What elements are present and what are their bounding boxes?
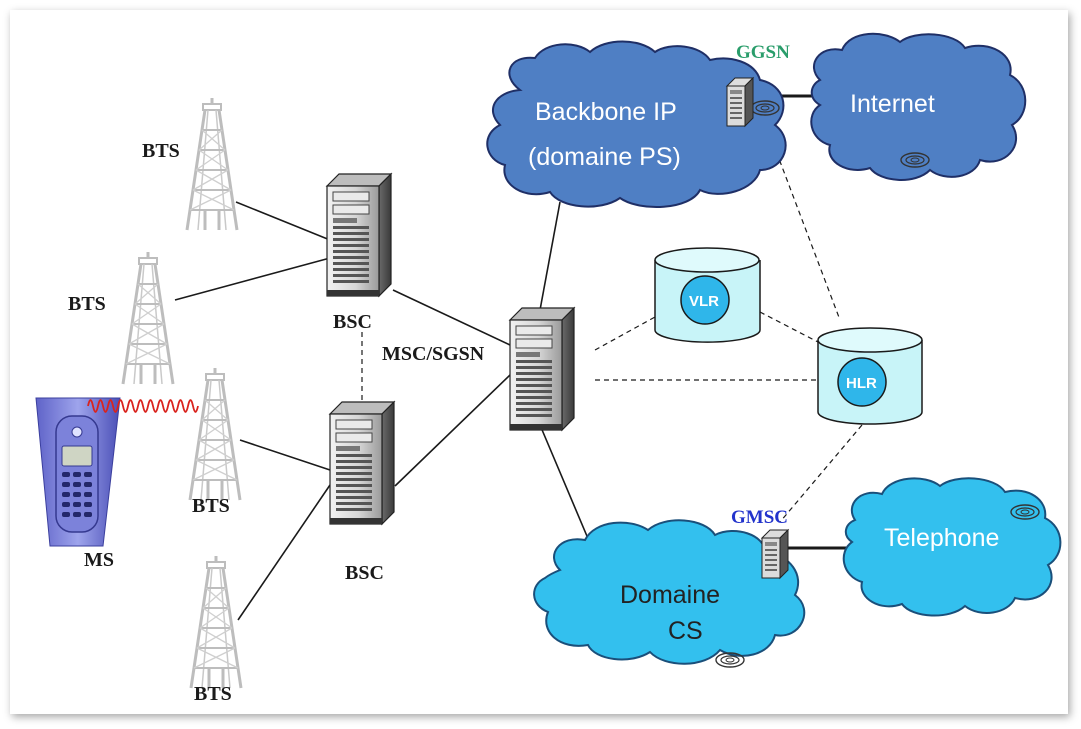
hlr-database (817, 327, 923, 425)
gmsc-label: GMSC (731, 507, 788, 528)
msc-sgsn-label: MSC/SGSN (382, 343, 485, 365)
vlr-label: VLR (689, 293, 719, 310)
dashed-hlr-gmsc (779, 424, 863, 523)
vlr-database (654, 247, 761, 343)
link-bsc-top-msc (392, 289, 511, 346)
bts-tower-mid (121, 250, 175, 386)
internet-cloud (810, 32, 1027, 181)
link-msc-backbone (539, 201, 561, 311)
link-bts-lower-bsc (239, 439, 331, 471)
link-bts-mid-bsc (174, 257, 331, 301)
domaine-cs-label-line2: CS (668, 617, 703, 645)
bsc-server-bottom (329, 401, 395, 525)
bts-tower-top (185, 96, 239, 232)
internet-label: Internet (850, 90, 935, 118)
ggsn-router (726, 77, 754, 127)
bsc-server-top (326, 173, 392, 297)
domaine-cs-label-line1: Domaine (620, 581, 720, 609)
gmsc-router (761, 529, 789, 579)
bts-tower-bottom (189, 554, 243, 690)
dashed-ggsn-hlr (769, 134, 841, 321)
link-msc-domaine-cs (539, 424, 593, 549)
backbone-ip-cloud (486, 40, 787, 208)
ms-label: MS (84, 549, 114, 571)
link-bts-top-bsc (235, 201, 331, 241)
signaling-links (361, 134, 863, 523)
domaine-cs-cloud (533, 519, 806, 665)
bsc-label-top: BSC (333, 311, 372, 333)
backbone-label-line2: (domaine PS) (528, 143, 681, 171)
telephone-label: Telephone (884, 524, 999, 552)
bts-label-lower: BTS (192, 495, 230, 517)
msc-sgsn-server (509, 307, 575, 431)
bts-label-top: BTS (142, 140, 180, 162)
dashed-vlr-hlr (759, 311, 819, 343)
bsc-label-bottom: BSC (345, 562, 384, 584)
link-bts-bottom-bsc (237, 484, 331, 621)
hlr-label: HLR (846, 375, 877, 392)
mobile-phone-icon (35, 397, 121, 547)
dashed-msc-vlr (594, 316, 656, 351)
bts-label-bottom: BTS (194, 683, 232, 705)
radio-link-wave (87, 399, 199, 413)
telephone-cloud (842, 477, 1062, 617)
bts-label-mid: BTS (68, 293, 106, 315)
backbone-label-line1: Backbone IP (535, 98, 677, 126)
bts-tower-lower (188, 366, 242, 502)
link-bsc-bottom-msc (394, 374, 511, 487)
ggsn-label: GGSN (736, 42, 790, 63)
